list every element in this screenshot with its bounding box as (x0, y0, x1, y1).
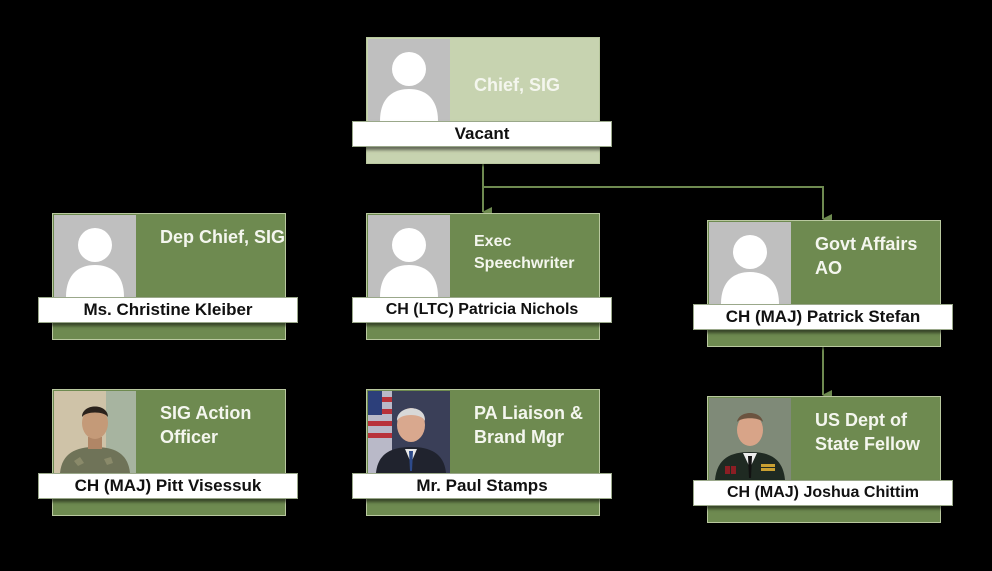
person-name: CH (MAJ) Joshua Chittim (693, 480, 953, 506)
officer-portrait-icon (709, 398, 791, 480)
org-card-pa-liaison: PA Liaison & Brand Mgr Mr. Paul Stamps (352, 389, 612, 516)
org-card-govt-affairs: Govt Affairs AO CH (MAJ) Patrick Stefan (693, 220, 953, 347)
civilian-portrait-icon (368, 391, 450, 473)
position-title: US Dept of State Fellow (815, 410, 921, 454)
person-name: Mr. Paul Stamps (352, 473, 612, 499)
org-card-chief: Chief, SIG Vacant (352, 37, 612, 164)
position-title: Exec Speechwriter (474, 233, 575, 272)
person-name: Ms. Christine Kleiber (38, 297, 298, 323)
avatar-placeholder-icon (368, 215, 450, 297)
person-name: CH (LTC) Patricia Nichols (352, 297, 612, 323)
person-name: Vacant (352, 121, 612, 147)
position-title: SIG Action Officer (160, 403, 252, 447)
person-name: CH (MAJ) Pitt Visessuk (38, 473, 298, 499)
position-title: Govt Affairs AO (815, 234, 918, 278)
org-card-state-fellow: US Dept of State Fellow CH (MAJ) Joshua … (693, 396, 953, 523)
avatar-placeholder-icon (368, 39, 450, 121)
position-title: Dep Chief, SIG (160, 227, 286, 247)
connector-chief-govt (483, 186, 832, 224)
org-card-exec-speechwriter: Exec Speechwriter CH (LTC) Patricia Nich… (352, 213, 612, 340)
avatar-placeholder-icon (709, 222, 791, 304)
soldier-portrait-icon (54, 391, 136, 473)
position-title: PA Liaison & Brand Mgr (474, 403, 584, 447)
person-name: CH (MAJ) Patrick Stefan (693, 304, 953, 330)
org-card-dep-chief: Dep Chief, SIG Ms. Christine Kleiber (38, 213, 298, 340)
org-card-sig-action: SIG Action Officer CH (MAJ) Pitt Visessu… (38, 389, 298, 516)
position-title: Chief, SIG (474, 75, 561, 95)
avatar-placeholder-icon (54, 215, 136, 297)
